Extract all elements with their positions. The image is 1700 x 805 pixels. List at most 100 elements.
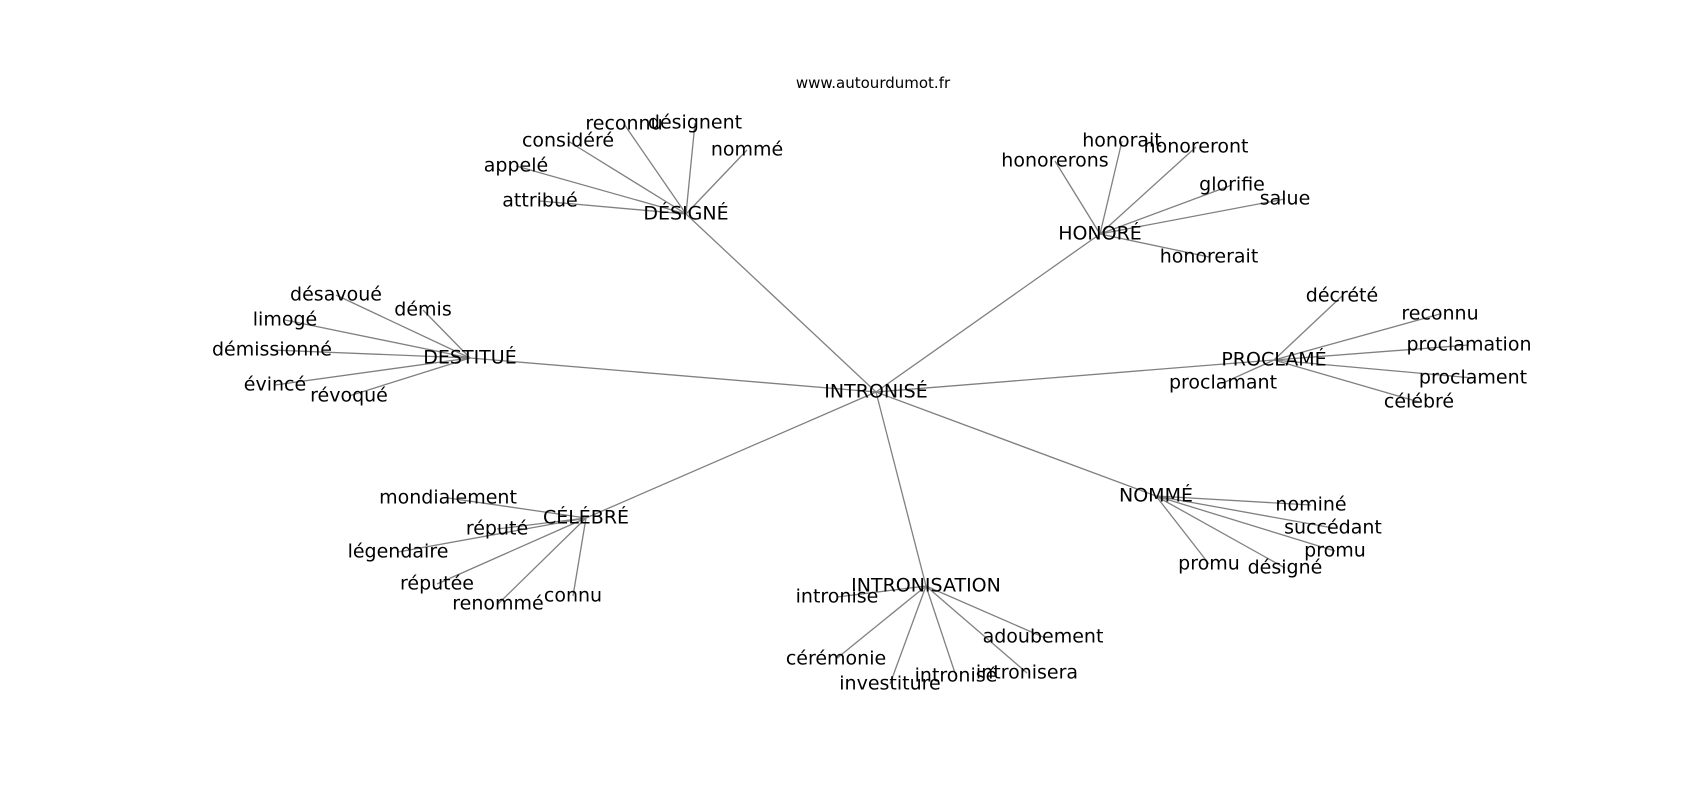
- leaf-node-label: démis: [394, 299, 451, 321]
- leaf-node-label: honoreront: [1144, 136, 1249, 158]
- hub-leaf-edge: [1155, 495, 1312, 506]
- leaf-node-label: appelé: [484, 155, 548, 177]
- center-hub-edge: [875, 391, 927, 587]
- hub-leaf-edge: [284, 319, 471, 359]
- hub-leaf-edge: [1099, 146, 1197, 235]
- center-hub-edge: [585, 391, 877, 519]
- leaf-node-label: réputée: [400, 573, 474, 595]
- hub-leaf-edge: [271, 349, 471, 359]
- leaf-node-label: proclamation: [1407, 334, 1532, 356]
- leaf-node-label: cérémonie: [786, 648, 886, 670]
- leaf-node-label: décrété: [1306, 285, 1378, 307]
- hub-leaf-edge: [1099, 140, 1123, 235]
- leaf-node-label: réputé: [466, 518, 528, 540]
- leaf-node-label: révoqué: [310, 385, 388, 407]
- leaf-node-label: limogé: [253, 309, 317, 331]
- hub-leaf-edge: [497, 517, 587, 605]
- hub-leaf-edge: [1155, 495, 1286, 569]
- leaf-node-label: succédant: [1284, 517, 1382, 539]
- hub-leaf-edge: [623, 123, 687, 215]
- hub-node-label: CÉLÉBRÉ: [543, 506, 629, 529]
- leaf-node-label: désavoué: [290, 284, 382, 306]
- hub-leaf-edge: [496, 517, 587, 530]
- hub-leaf-edge: [1099, 198, 1286, 235]
- leaf-node-label: évincé: [244, 374, 306, 396]
- hub-node-label: INTRONISATION: [851, 575, 1001, 597]
- center-hub-edge: [685, 213, 877, 393]
- leaf-node-label: glorifie: [1199, 174, 1265, 196]
- leaf-node-label: reconnu: [585, 113, 662, 135]
- hub-leaf-edge: [1099, 184, 1233, 235]
- hub-leaf-edge: [925, 585, 957, 677]
- hub-leaf-edge: [274, 357, 471, 386]
- hub-node-label: DESTITUÉ: [423, 346, 516, 369]
- hub-leaf-edge: [515, 165, 687, 215]
- leaf-node-label: désigné: [1248, 557, 1323, 579]
- hub-leaf-edge: [889, 585, 927, 685]
- hub-leaf-edge: [1054, 160, 1101, 235]
- hub-leaf-edge: [925, 585, 1044, 638]
- leaf-node-label: attribué: [502, 190, 577, 212]
- leaf-node-label: connu: [544, 585, 602, 607]
- hub-leaf-edge: [436, 517, 587, 585]
- leaf-node-label: mondialement: [379, 487, 517, 509]
- leaf-node-label: intronise: [796, 586, 879, 608]
- hub-leaf-edge: [1273, 344, 1470, 361]
- leaf-node-label: désignent: [648, 112, 742, 134]
- edge-layer: [271, 122, 1474, 685]
- center-hub-edge: [875, 391, 1157, 497]
- leaf-node-label: légendaire: [348, 541, 449, 563]
- leaf-node-label: honorerons: [1001, 150, 1108, 172]
- leaf-node-label: célébré: [1384, 391, 1454, 413]
- center-hub-edge: [875, 233, 1101, 393]
- leaf-node-label: proclamant: [1169, 372, 1277, 394]
- source-url-text: www.autourdumot.fr: [796, 74, 951, 92]
- hub-leaf-edge: [835, 585, 927, 660]
- hub-node-label: NOMMÉ: [1119, 484, 1193, 507]
- hub-leaf-edge: [1155, 495, 1210, 565]
- leaf-node-label: intronisera: [976, 662, 1078, 684]
- hub-leaf-edge: [1222, 359, 1275, 384]
- leaf-node-label: considéré: [522, 130, 614, 152]
- hub-leaf-edge: [567, 140, 687, 215]
- hub-leaf-edge: [1273, 359, 1420, 403]
- leaf-node-label: nominé: [1275, 494, 1346, 516]
- hub-leaf-edge: [397, 517, 587, 553]
- center-node-label: INTRONISÉ: [824, 380, 927, 403]
- hub-leaf-edge: [685, 149, 748, 215]
- leaf-node-label: promu: [1304, 540, 1366, 562]
- hub-leaf-edge: [422, 309, 471, 359]
- leaf-node-label: proclament: [1419, 367, 1527, 389]
- hub-leaf-edge: [1273, 313, 1441, 361]
- hub-leaf-edge: [1273, 359, 1474, 379]
- hub-node-label: HONORÉ: [1058, 222, 1142, 245]
- hub-leaf-edge: [836, 585, 927, 598]
- leaf-node-label: investiture: [839, 673, 940, 695]
- hub-leaf-edge: [539, 200, 687, 215]
- leaf-node-label: renommé: [452, 593, 543, 615]
- leaf-node-label: promu: [1178, 553, 1240, 575]
- hub-leaf-edge: [447, 497, 587, 519]
- center-hub-edge: [469, 357, 877, 393]
- hub-node-label: PROCLAMÉ: [1221, 348, 1326, 371]
- hub-node-label: DÉSIGNÉ: [643, 202, 728, 225]
- leaf-node-label: intronisé: [915, 665, 998, 687]
- leaf-node-label: démissionné: [212, 339, 332, 361]
- hub-leaf-edge: [1155, 495, 1334, 529]
- leaf-node-label: salue: [1260, 188, 1311, 210]
- leaf-node-label: honorait: [1082, 130, 1162, 152]
- leaf-node-label: nommé: [711, 139, 783, 161]
- hub-leaf-edge: [1273, 295, 1343, 361]
- hub-leaf-edge: [925, 585, 1028, 674]
- leaf-node-label: adoubement: [983, 626, 1104, 648]
- hub-leaf-edge: [1099, 233, 1210, 258]
- label-layer: www.autourdumot.fr INTRONISÉ DÉSIGNÉ recon…: [212, 74, 1532, 695]
- hub-leaf-edge: [685, 122, 696, 215]
- center-hub-edge: [875, 359, 1275, 393]
- hub-leaf-edge: [1155, 495, 1336, 552]
- hub-leaf-edge: [572, 517, 587, 597]
- leaf-node-label: reconnu: [1401, 303, 1478, 325]
- hub-leaf-edge: [348, 357, 471, 397]
